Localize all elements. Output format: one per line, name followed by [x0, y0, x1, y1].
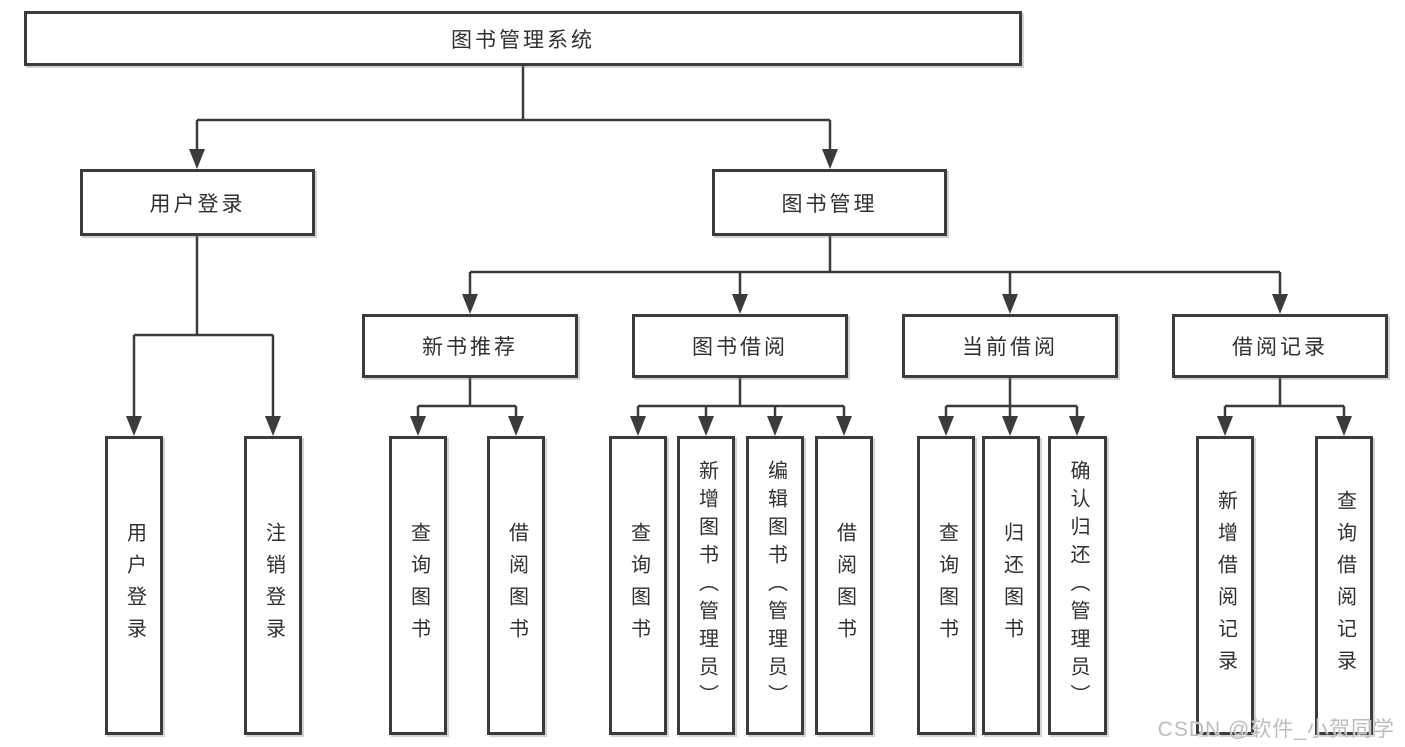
connector-book-mgmt-to-level3 — [468, 236, 1282, 297]
leaf-add-borrow-record: 新增借阅记录 — [1196, 436, 1254, 735]
node-borrowing-records: 借阅记录 — [1172, 314, 1388, 378]
leaf-return-books: 归还图书 — [982, 436, 1040, 735]
node-book-management-label: 图书管理 — [781, 192, 878, 216]
leaf-query-books-3: 查询图书 — [917, 436, 975, 735]
leaf-borrow-books-1-label: 借阅图书 — [505, 521, 528, 650]
leaf-logout: 注销登录 — [244, 436, 302, 735]
leaf-query-books-1: 查询图书 — [389, 436, 447, 735]
leaf-query-borrow-record-label: 查询借阅记录 — [1333, 489, 1356, 682]
csdn-watermark: CSDN @软件_小贺同学 — [1157, 718, 1395, 741]
connector-book-borrow-to-leaves — [636, 378, 846, 419]
connector-current-borrow-to-leaves — [944, 378, 1079, 419]
node-current-borrowing: 当前借阅 — [902, 314, 1118, 378]
arrowheads — [126, 149, 1352, 436]
leaf-borrow-books-2: 借阅图书 — [815, 436, 873, 735]
leaf-confirm-return-admin-label: 确认归还（管理员） — [1067, 459, 1089, 712]
leaf-edit-books-admin-label: 编辑图书（管理员） — [764, 459, 787, 712]
node-current-borrowing-label: 当前借阅 — [962, 336, 1058, 359]
leaf-query-books-3-label: 查询图书 — [935, 521, 958, 650]
leaf-logout-label: 注销登录 — [262, 521, 285, 650]
node-user-login-label: 用户登录 — [149, 192, 246, 216]
node-book-borrowing: 图书借阅 — [632, 314, 848, 378]
leaf-borrow-books-2-label: 借阅图书 — [833, 521, 856, 650]
leaf-add-books-admin: 新增图书（管理员） — [677, 436, 735, 735]
node-user-login: 用户登录 — [80, 169, 315, 236]
connector-root-to-level2 — [195, 66, 832, 152]
node-library-system: 图书管理系统 — [24, 11, 1022, 66]
leaf-add-books-admin-label: 新增图书（管理员） — [695, 459, 718, 712]
node-new-book-recommend-label: 新书推荐 — [422, 336, 518, 359]
node-book-management: 图书管理 — [712, 169, 947, 236]
node-book-borrowing-label: 图书借阅 — [692, 336, 788, 359]
connector-borrow-record-to-leaves — [1223, 378, 1346, 419]
node-borrowing-records-label: 借阅记录 — [1232, 336, 1328, 359]
node-library-system-label: 图书管理系统 — [451, 28, 595, 52]
leaf-user-login: 用户登录 — [105, 436, 163, 735]
connector-user-login-to-leaves — [132, 236, 275, 419]
leaf-user-login-label: 用户登录 — [123, 521, 146, 650]
leaf-query-borrow-record: 查询借阅记录 — [1315, 436, 1373, 735]
leaf-borrow-books-1: 借阅图书 — [487, 436, 545, 735]
leaf-query-books-2: 查询图书 — [609, 436, 667, 735]
leaf-add-borrow-record-label: 新增借阅记录 — [1214, 489, 1237, 682]
leaf-return-books-label: 归还图书 — [1000, 521, 1023, 650]
leaf-edit-books-admin: 编辑图书（管理员） — [746, 436, 804, 735]
node-new-book-recommend: 新书推荐 — [362, 314, 578, 378]
leaf-query-books-1-label: 查询图书 — [407, 521, 430, 650]
connector-new-book-to-leaves — [416, 378, 518, 419]
leaf-confirm-return-admin: 确认归还（管理员） — [1048, 436, 1107, 735]
leaf-query-books-2-label: 查询图书 — [627, 521, 650, 650]
